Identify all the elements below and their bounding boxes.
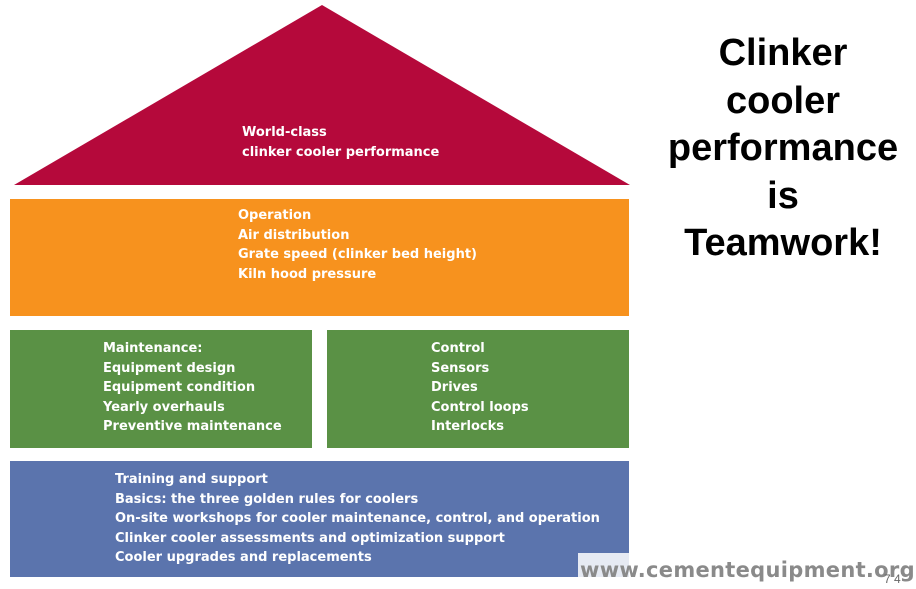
slogan: Clinker cooler performance is Teamwork!: [650, 30, 916, 268]
slogan-line: performance: [667, 127, 899, 169]
control-block: Control Sensors Drives Control loops Int…: [327, 330, 629, 448]
control-item: Sensors: [431, 360, 490, 376]
maintenance-item: Yearly overhauls: [103, 399, 225, 415]
roof-label: World-class clinker cooler performance: [242, 123, 439, 163]
watermark-background: [578, 553, 916, 589]
training-text: Training and support Basics: the three g…: [115, 470, 600, 568]
training-item: On-site workshops for cooler maintenance…: [115, 511, 600, 526]
watermark: www.cementequipment.org: [580, 558, 915, 582]
operation-item: Grate speed (clinker bed height): [238, 247, 477, 262]
roof-line: World-class: [242, 125, 327, 140]
training-block: Training and support Basics: the three g…: [10, 461, 629, 577]
operation-heading: Operation: [238, 208, 312, 223]
maintenance-item: Equipment design: [103, 360, 236, 376]
maintenance-item: Preventive maintenance: [103, 419, 282, 434]
control-text: Control Sensors Drives Control loops Int…: [431, 339, 529, 437]
roof-triangle: [14, 5, 630, 185]
operation-item: Kiln hood pressure: [238, 266, 377, 282]
control-item: Control loops: [431, 399, 529, 415]
slogan-line: cooler: [725, 79, 841, 122]
operation-text: Operation Air distribution Grate speed (…: [238, 206, 477, 284]
maintenance-block: Maintenance: Equipment design Equipment …: [10, 330, 312, 448]
roof-shape: [14, 5, 630, 185]
control-item: Drives: [431, 380, 478, 395]
maintenance-item: Equipment condition: [103, 380, 256, 395]
control-heading: Control: [431, 341, 485, 356]
operation-block: Operation Air distribution Grate speed (…: [10, 199, 629, 316]
training-item: Basics: the three golden rules for coole…: [115, 491, 419, 507]
training-item: Clinker cooler assessments and optimizat…: [115, 530, 505, 546]
control-item: Interlocks: [431, 419, 505, 434]
slogan-line: Clinker: [718, 32, 848, 74]
maintenance-text: Maintenance: Equipment design Equipment …: [103, 339, 282, 437]
slogan-line: Teamwork!: [684, 222, 882, 264]
page-number: 7 4: [884, 572, 901, 586]
roof-line: clinker cooler performance: [242, 145, 440, 160]
slogan-line: is: [767, 174, 799, 217]
training-heading: Training and support: [115, 472, 268, 487]
training-item: Cooler upgrades and replacements: [115, 550, 372, 565]
maintenance-heading: Maintenance:: [103, 341, 203, 356]
operation-item: Air distribution: [238, 227, 350, 243]
